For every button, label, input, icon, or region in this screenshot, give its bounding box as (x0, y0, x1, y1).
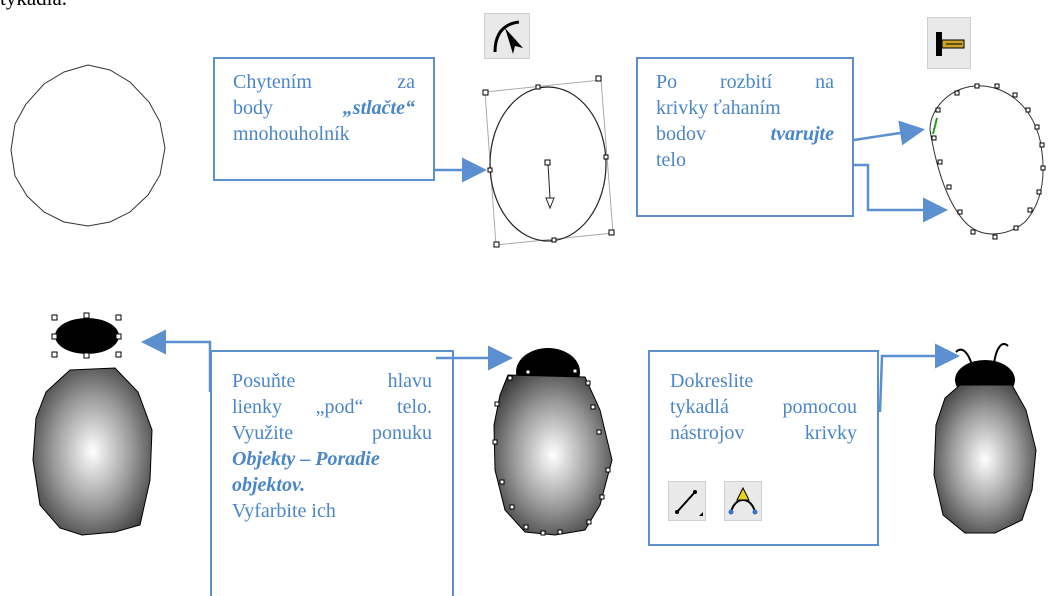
arrow-to-node-bottom (854, 165, 943, 210)
ladybug-head-selected (52, 313, 121, 358)
arrow-to-node-top (854, 130, 920, 140)
ladybug-final (934, 344, 1036, 533)
ladybug-middle (493, 348, 612, 535)
squeezed-polygon (483, 76, 614, 247)
polygon-circle (11, 65, 165, 226)
arrow-to-head (146, 342, 210, 392)
ladybug-body (33, 368, 152, 535)
shaped-body-outline (930, 84, 1045, 239)
